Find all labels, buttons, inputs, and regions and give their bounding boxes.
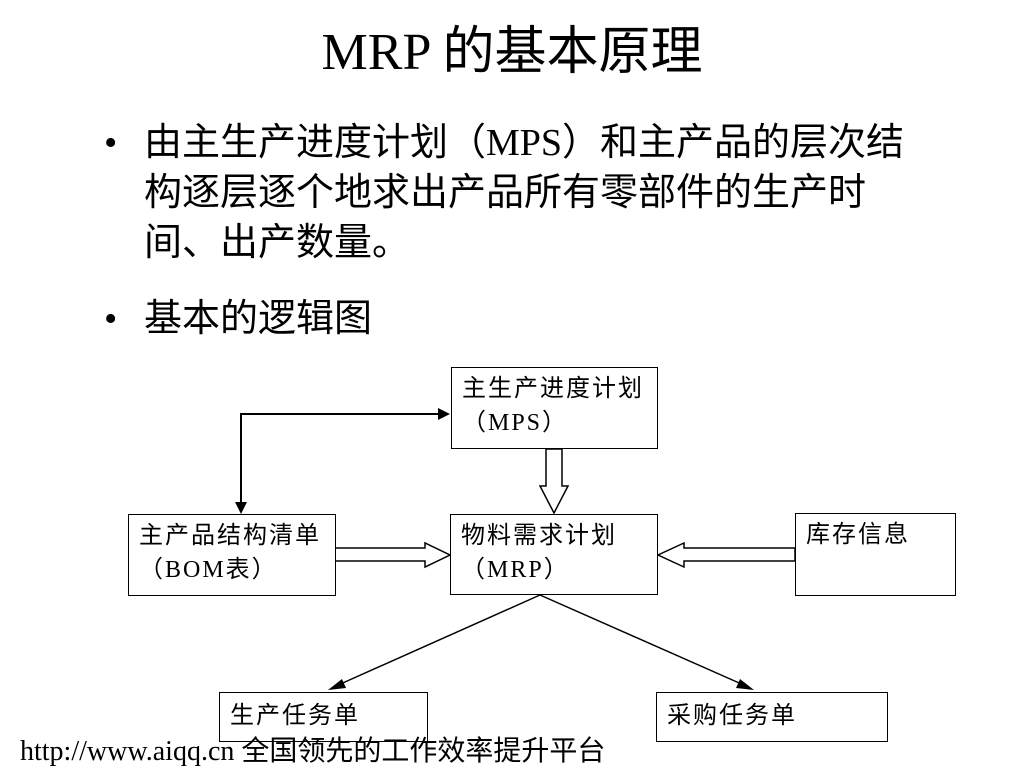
- mrp-box: 物料需求计划（MRP）: [450, 514, 658, 595]
- mps-to-mrp-arrow: [538, 448, 570, 515]
- production-order-label: 生产任务单: [230, 703, 360, 729]
- bullet-dot: •: [104, 122, 118, 164]
- bom-to-mrp-arrow: [334, 541, 452, 569]
- bom-label: 主产品结构清单（BOM表）: [139, 523, 321, 583]
- inventory-box: 库存信息: [795, 513, 956, 596]
- arrowhead-to-purchase: [736, 679, 754, 690]
- mrp-to-production-line: [335, 594, 541, 687]
- purchase-order-label: 采购任务单: [667, 703, 797, 729]
- inventory-to-mrp-arrow: [656, 541, 796, 569]
- bullet-dot: •: [104, 298, 118, 340]
- mrp-to-purchase-line: [539, 594, 747, 687]
- arrowhead-to-mps: [438, 408, 450, 420]
- arrowhead-to-bom: [235, 502, 247, 514]
- purchase-order-box: 采购任务单: [656, 692, 888, 742]
- mps-label: 主生产进度计划（MPS）: [462, 376, 644, 436]
- slide-title: MRP 的基本原理: [321, 24, 703, 81]
- inventory-label: 库存信息: [806, 522, 910, 548]
- arrowhead-to-production: [328, 679, 346, 690]
- bullet-text: 由主生产进度计划（MPS）和主产品的层次结构逐层逐个地求出产品所有零部件的生产时…: [144, 122, 905, 264]
- mrp-label: 物料需求计划（MRP）: [461, 523, 617, 583]
- bom-box: 主产品结构清单（BOM表）: [128, 514, 336, 596]
- footer-link-text: http://www.aiqq.cn 全国领先的工作效率提升平台: [20, 736, 606, 767]
- mps-box: 主生产进度计划（MPS）: [451, 367, 658, 449]
- mps-bom-loop-line: [240, 413, 442, 506]
- bullet-text: 基本的逻辑图: [144, 298, 373, 340]
- production-order-box: 生产任务单: [219, 692, 428, 742]
